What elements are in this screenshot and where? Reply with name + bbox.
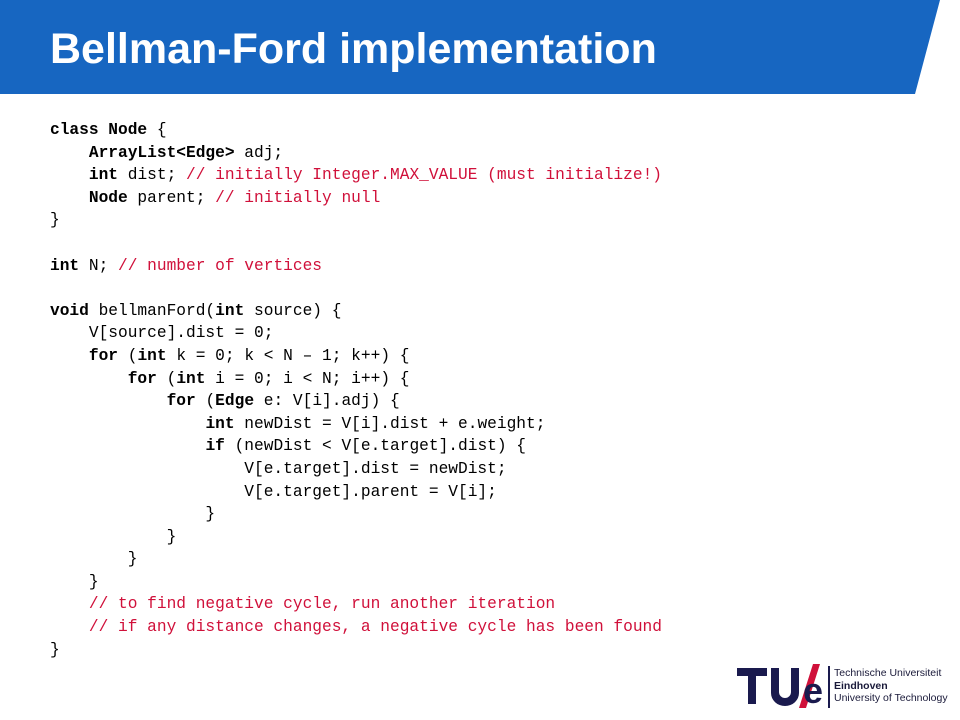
code-text: (newDist < V[e.target].dist) {	[224, 437, 527, 456]
logo-line-3: University of Technology	[834, 692, 948, 704]
code-text: }	[50, 505, 216, 524]
code-block: class Node { ArrayList<Edge> adj; int di…	[50, 119, 662, 661]
code-text	[50, 618, 89, 636]
slide-title: Bellman-Ford implementation	[50, 25, 657, 73]
code-keyword: if	[205, 437, 225, 456]
code-line: int dist; // initially Integer.MAX_VALUE…	[50, 164, 662, 187]
tue-logo-mark: e	[737, 664, 823, 710]
code-keyword: ArrayList<Edge>	[88, 143, 235, 162]
code-text: V[e.target].parent = V[i];	[50, 482, 497, 501]
code-line: class Node {	[50, 119, 662, 142]
code-text	[50, 370, 128, 388]
code-text	[50, 392, 167, 410]
code-keyword: for	[127, 369, 157, 388]
logo-line-1: Technische Universiteit	[834, 667, 942, 679]
code-line: }	[50, 548, 662, 571]
tue-logo-text: Technische Universiteit Eindhoven Univer…	[834, 667, 948, 705]
code-text: (	[118, 346, 138, 365]
code-text: parent;	[127, 188, 216, 207]
code-line: // to find negative cycle, run another i…	[50, 593, 662, 616]
code-text	[50, 437, 205, 455]
code-keyword: int	[137, 346, 167, 365]
code-line: }	[50, 209, 662, 232]
code-line: if (newDist < V[e.target].dist) {	[50, 435, 662, 458]
logo-divider	[828, 666, 830, 708]
header-band	[0, 0, 940, 94]
code-line: int newDist = V[i].dist + e.weight;	[50, 413, 662, 436]
code-line: }	[50, 503, 662, 526]
code-text: dist;	[118, 166, 187, 185]
code-keyword: int	[205, 414, 235, 433]
code-keyword: for	[88, 346, 119, 365]
code-line: for (Edge e: V[i].adj) {	[50, 390, 662, 413]
header-band-shape	[0, 0, 940, 94]
code-text: }	[50, 572, 99, 591]
code-text: (	[156, 369, 177, 388]
code-line: }	[50, 526, 662, 549]
code-keyword: for	[166, 392, 196, 411]
code-line: Node parent; // initially null	[50, 187, 662, 210]
code-text: bellmanFord(	[88, 301, 216, 320]
code-line: for (int k = 0; k < N – 1; k++) {	[50, 345, 662, 368]
code-comment: // initially Integer.MAX_VALUE (must ini…	[186, 166, 663, 185]
code-text: }	[50, 550, 138, 569]
code-line: V[e.target].dist = newDist;	[50, 458, 662, 481]
code-keyword: int	[215, 301, 245, 320]
code-keyword: int	[50, 256, 80, 275]
code-line: void bellmanFord(int source) {	[50, 300, 662, 323]
code-line: }	[50, 639, 662, 662]
code-comment: // number of vertices	[118, 256, 323, 275]
code-text: i = 0; i < N; i++) {	[205, 369, 410, 388]
code-line: ArrayList<Edge> adj;	[50, 142, 662, 165]
code-text	[50, 347, 89, 365]
code-line: for (int i = 0; i < N; i++) {	[50, 368, 662, 391]
code-keyword: void	[50, 301, 89, 320]
code-keyword: int	[176, 369, 206, 388]
code-line: // if any distance changes, a negative c…	[50, 616, 662, 639]
code-text: source) {	[244, 301, 342, 320]
code-text	[50, 595, 89, 613]
code-keyword: int	[88, 166, 119, 185]
code-line: }	[50, 571, 662, 594]
code-text: }	[50, 527, 177, 546]
code-line	[50, 277, 662, 300]
code-text	[50, 166, 89, 184]
code-text	[50, 189, 89, 207]
code-text: }	[50, 640, 60, 659]
code-comment: // to find negative cycle, run another i…	[88, 595, 556, 614]
code-keyword: class Node	[50, 121, 148, 139]
code-line: V[source].dist = 0;	[50, 322, 662, 345]
tue-logo: e	[737, 664, 830, 710]
svg-text:e: e	[803, 670, 823, 710]
code-keyword: Node	[88, 188, 128, 207]
code-text: adj;	[234, 143, 284, 162]
code-comment: // if any distance changes, a negative c…	[88, 618, 662, 637]
code-text: V[source].dist = 0;	[50, 324, 274, 343]
code-line: int N; // number of vertices	[50, 255, 662, 278]
code-line: V[e.target].parent = V[i];	[50, 481, 662, 504]
code-text: newDist = V[i].dist + e.weight;	[234, 414, 546, 433]
code-text	[50, 415, 205, 433]
code-text: {	[147, 121, 167, 139]
code-text: V[e.target].dist = newDist;	[50, 459, 507, 478]
code-comment: // initially null	[215, 188, 381, 207]
code-text: N;	[79, 256, 119, 275]
code-text: k = 0; k < N – 1; k++) {	[166, 346, 410, 365]
code-line	[50, 232, 662, 255]
logo-line-2: Eindhoven	[834, 679, 888, 692]
code-text: }	[50, 211, 60, 230]
code-text: e: V[i].adj) {	[254, 392, 400, 411]
code-text	[50, 144, 89, 162]
code-text: (	[195, 392, 216, 411]
code-keyword: Edge	[215, 392, 255, 411]
